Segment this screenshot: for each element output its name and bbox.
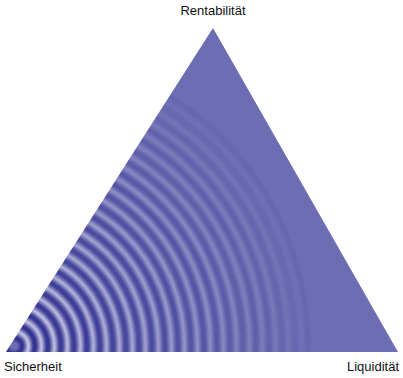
ripple-ring [0,273,87,378]
ripple-ring [0,78,282,378]
ripple-highlight [0,163,198,378]
ripple-highlight [0,137,224,378]
ripple-ring [0,65,295,378]
ripple-ring [0,143,217,378]
ripple-highlight [0,267,94,378]
ripple-highlight [0,111,250,378]
ripple-ring [0,52,308,378]
corner-label: Rentabilität [180,3,245,18]
ripple-ring [0,91,269,378]
ripple-highlight [0,293,68,378]
ripple-highlight [0,46,315,378]
ripple-highlight [0,228,133,378]
ripple-highlight [0,241,120,378]
ripple-highlight [0,98,263,378]
corner-label: Liquidität [347,359,399,374]
ripple-ring [6,338,22,354]
ripple-highlight [0,85,276,378]
ripple-ring [0,299,61,378]
corner-label: Sicherheit [4,359,62,374]
ripple-rings [0,46,315,378]
ripple-ring [0,234,126,378]
ripple-highlight [0,202,159,378]
ripple-highlight [0,176,185,378]
ripple-highlight [0,72,289,378]
ripple-highlight [0,332,29,361]
ripple-highlight [0,59,302,378]
ripple-ring [0,169,191,378]
ripple-highlight [0,150,211,378]
ripple-highlight [0,280,81,378]
ripple-highlight [0,215,146,378]
ripple-ring [0,208,152,378]
